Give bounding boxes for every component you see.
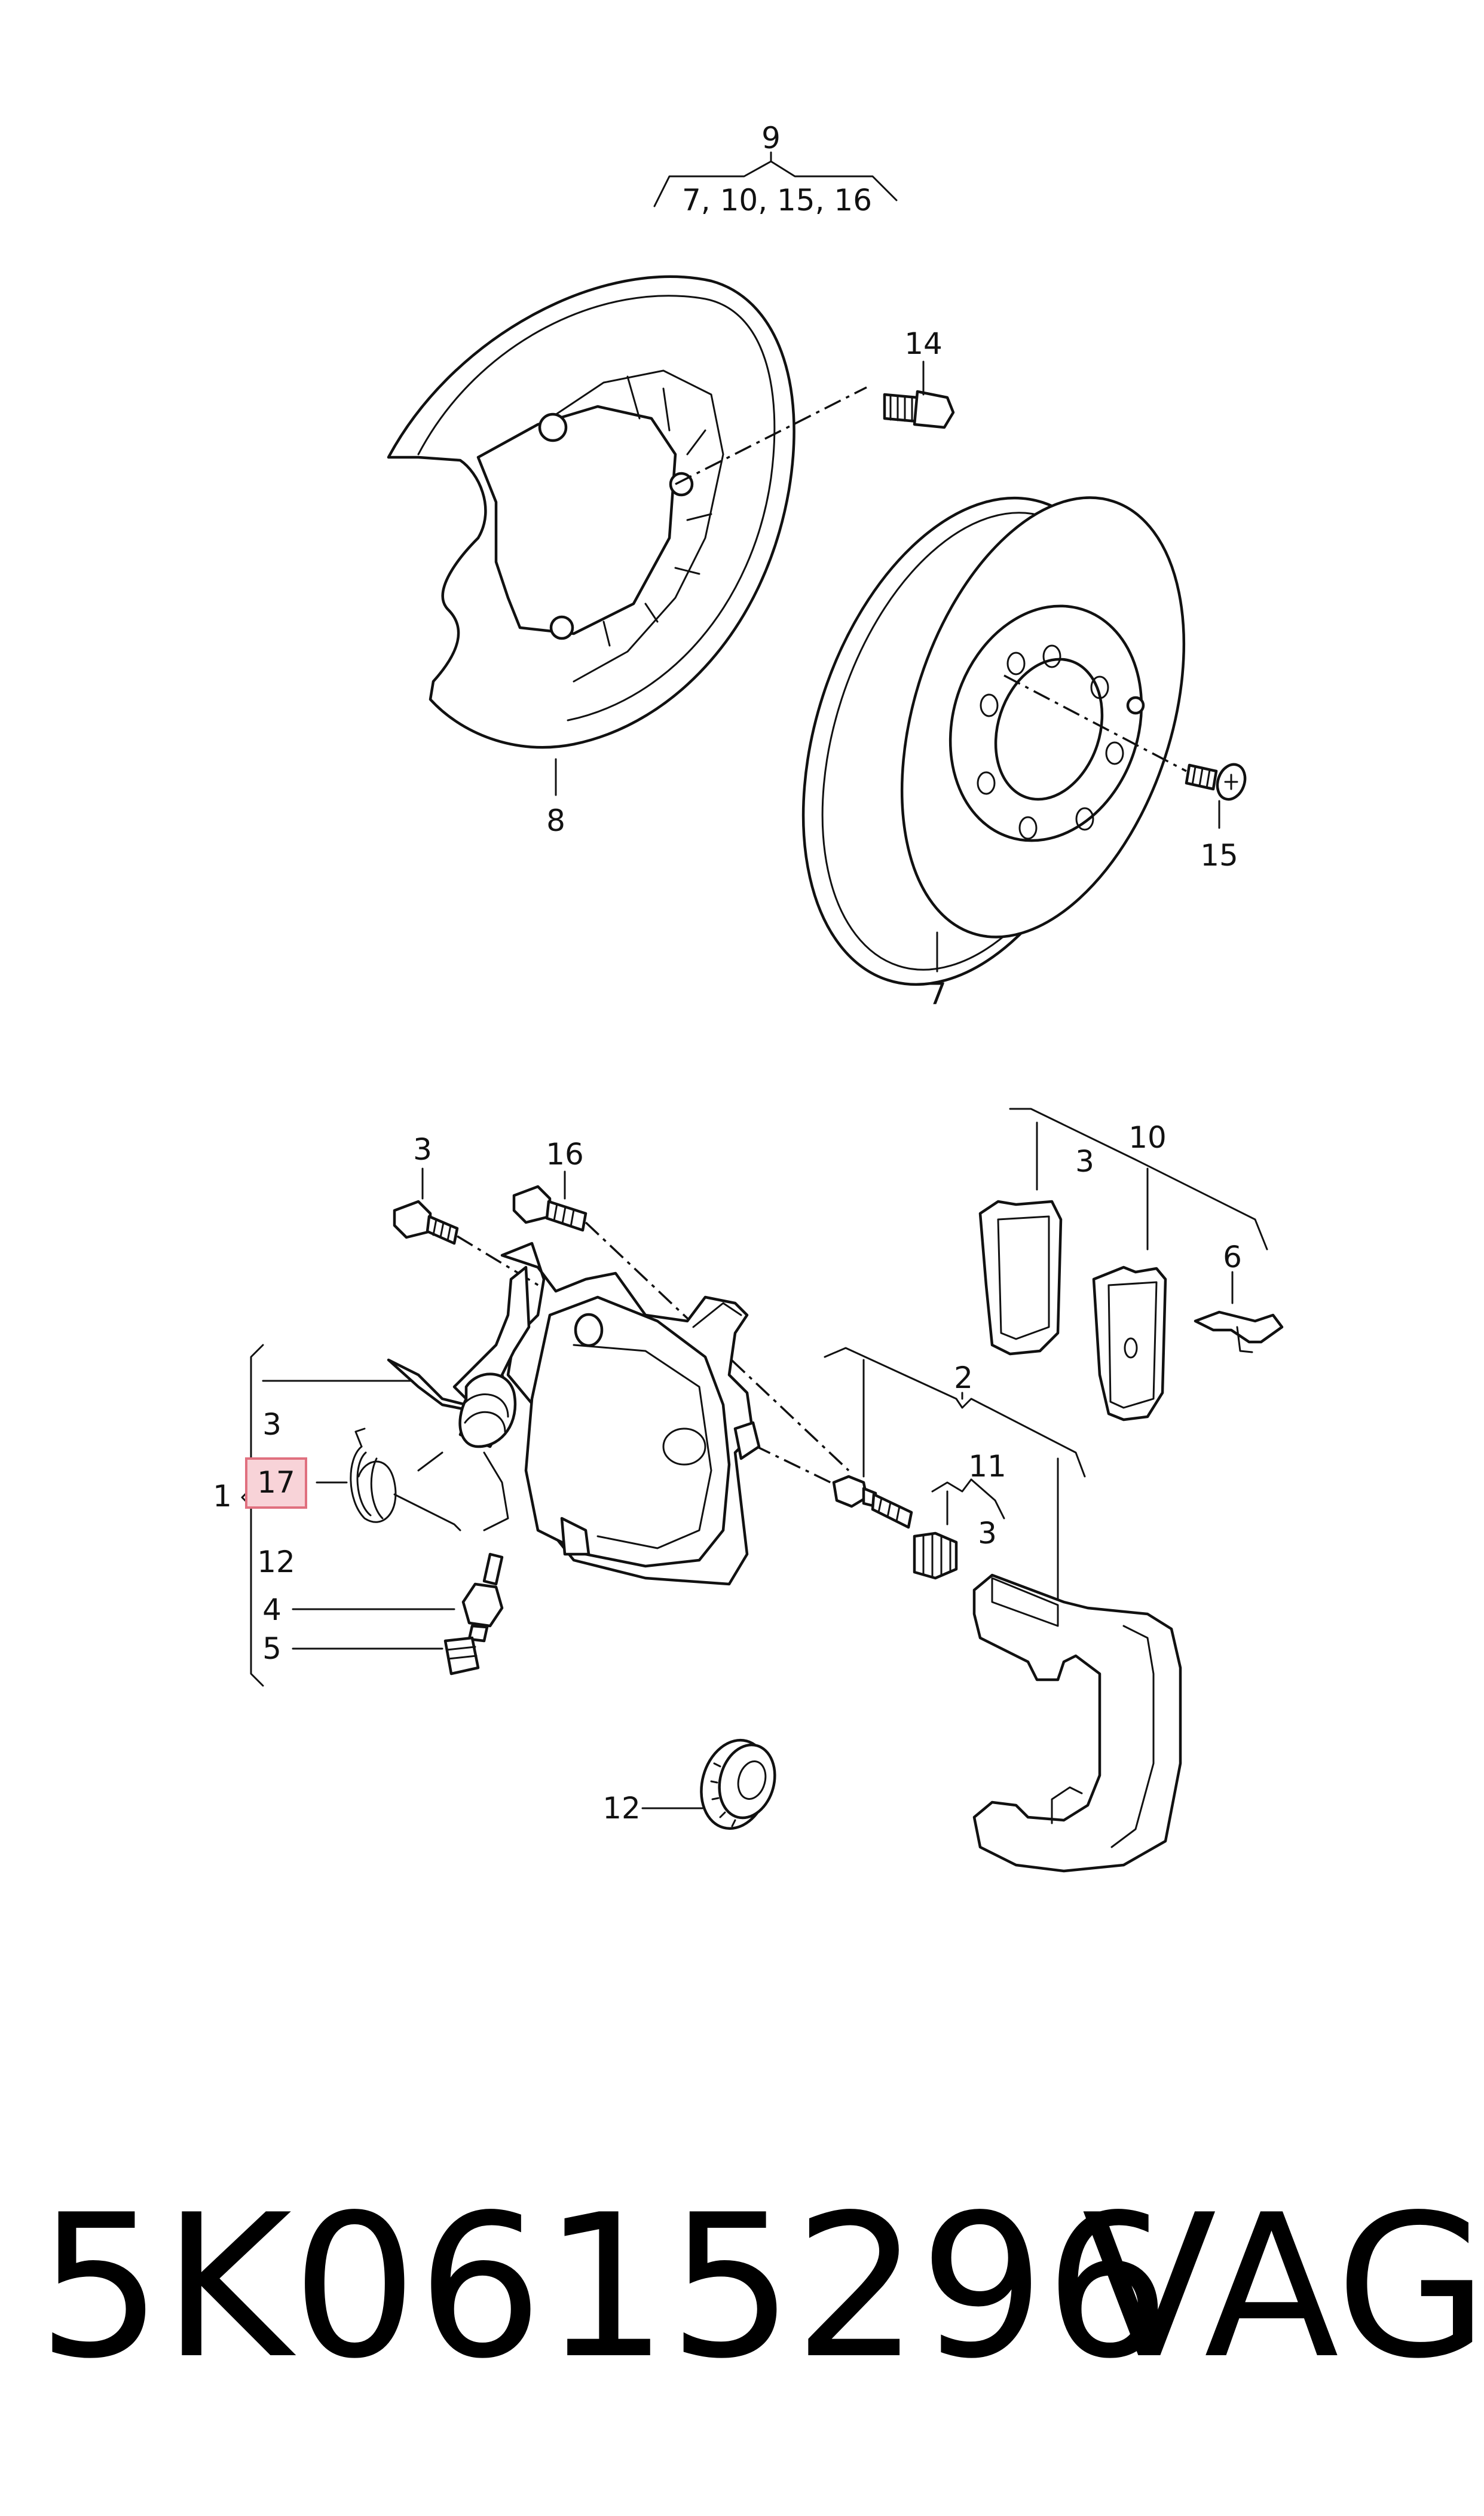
callout-7: 7 [928,977,947,1011]
caliper-carrier [972,1573,1182,1873]
bolt-16 [512,1185,588,1232]
piston-boot-12 [700,1738,776,1830]
callout-16: 16 [546,1137,584,1172]
group-bracket-10 [1009,1108,1268,1251]
group-bracket-2 [824,1347,1086,1609]
guide-bolt [832,1475,913,1529]
callout-9-group: 7, 10, 15, 16 [682,183,872,218]
callout-17-highlight [245,1457,307,1509]
brake-caliper [500,1242,761,1586]
callout-2: 2 [954,1361,973,1395]
callout-4: 4 [262,1592,281,1627]
callout-14: 14 [904,326,943,361]
screw-15 [1185,763,1247,801]
callout-10: 10 [1128,1120,1167,1155]
callout-8: 8 [546,803,565,838]
callout-3-left: 3 [262,1407,281,1442]
callout-12-left: 12 [257,1545,295,1579]
brake-pad-inner [1092,1265,1167,1421]
callout-9: 9 [761,121,781,155]
dust-cap-5 [443,1636,480,1676]
guide-sleeve [913,1531,958,1580]
callout-5: 5 [262,1631,281,1666]
part-number: 5K0615296 [37,2172,1170,2402]
callout-17: 17 [257,1465,295,1500]
group-bracket-9 [653,151,898,207]
callout-1: 1 [213,1479,232,1514]
backing-plate [387,275,795,749]
callout-12-bottom: 12 [602,1791,641,1826]
brake-pad-outer [978,1200,1063,1356]
handbrake-actuator [387,1265,531,1531]
callout-3-slider: 3 [978,1516,997,1551]
callout-15: 15 [1200,838,1238,873]
callout-3-top: 3 [413,1132,432,1167]
group-bracket-1 [241,1344,455,1687]
bolt-14 [883,390,955,429]
callout-3-pads: 3 [1075,1144,1094,1179]
bleed-screw-4 [461,1552,504,1643]
brake-disc [801,496,1186,986]
group-bracket-11 [931,1478,1005,1526]
bolt-3-top [393,1200,459,1245]
brand-label: VAG [1082,2172,1484,2402]
pad-clip-6 [1194,1310,1284,1353]
callout-11: 11 [968,1449,1006,1484]
return-spring-17 [350,1427,461,1531]
callout-6: 6 [1223,1240,1242,1274]
